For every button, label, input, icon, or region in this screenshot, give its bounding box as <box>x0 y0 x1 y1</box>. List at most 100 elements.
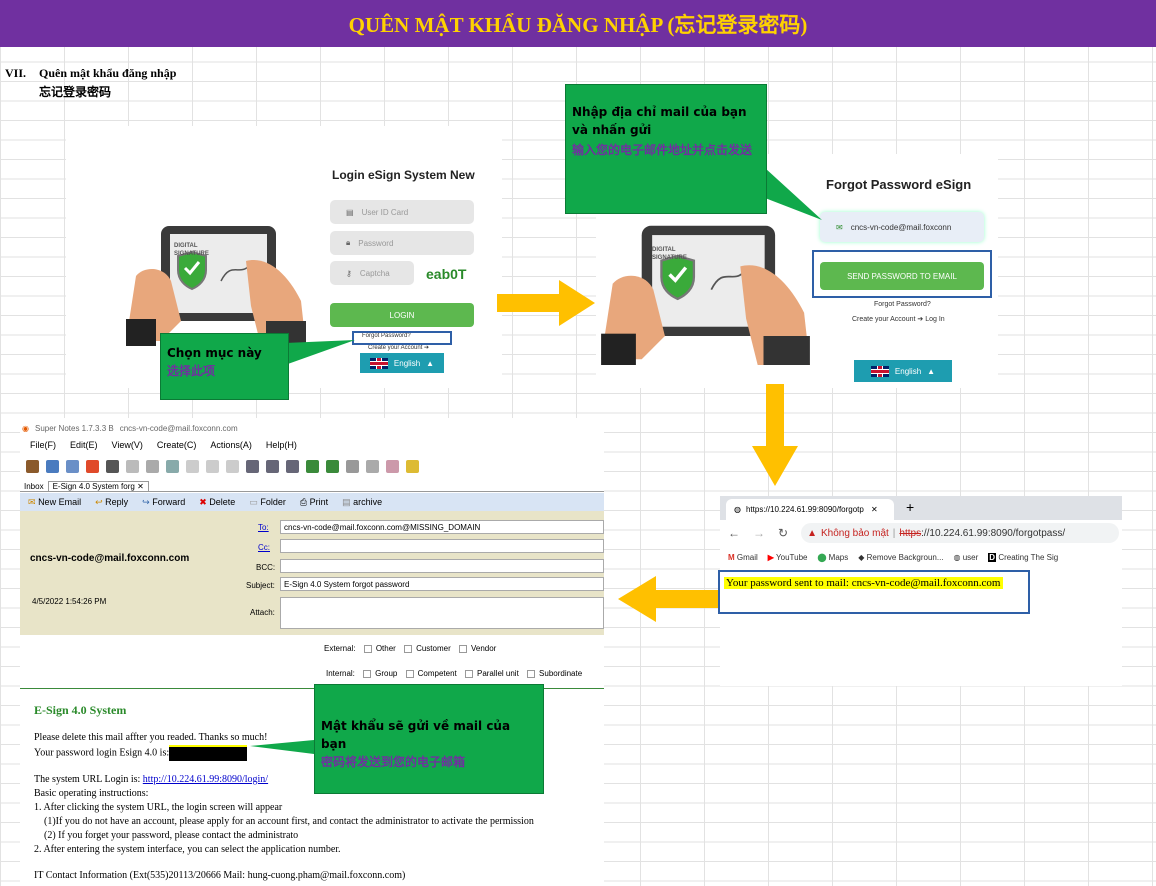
language-label: English <box>393 358 421 368</box>
address-bar[interactable]: ▲ Không bảo mật | https://10.224.61.99:8… <box>801 523 1120 543</box>
menu-view[interactable]: View(V) <box>111 440 143 450</box>
send-icon[interactable] <box>166 459 179 473</box>
back-icon[interactable]: ← <box>728 526 740 540</box>
down-green-icon[interactable] <box>306 459 319 473</box>
mail-reply-icon[interactable] <box>266 459 279 473</box>
callout1-cn: 选择此项 <box>167 364 216 378</box>
email-date: 4/5/2022 1:54:26 PM <box>32 597 107 606</box>
list-icon[interactable] <box>346 459 359 473</box>
new-tab-button[interactable]: + <box>906 499 915 515</box>
cut-icon[interactable] <box>186 459 199 473</box>
checkbox-competent[interactable] <box>405 669 414 678</box>
cc-label[interactable]: Cc: <box>258 543 270 552</box>
checkbox-parallel[interactable] <box>464 669 473 678</box>
create-login-links: Create your Account ➔ Log In <box>852 315 945 323</box>
password-placeholder: Password <box>358 238 394 248</box>
uk-flag-icon-2 <box>870 365 889 377</box>
archive-button[interactable]: ▤ archive <box>342 496 383 507</box>
create-account-link-2[interactable]: Create your Account <box>852 316 916 323</box>
login-arrow-icon: ➔ <box>917 316 924 323</box>
save-icon[interactable] <box>126 459 139 473</box>
paste-icon[interactable] <box>226 459 239 473</box>
reload-icon[interactable]: ↻ <box>778 526 789 540</box>
menu-edit[interactable]: Edit(E) <box>70 440 98 450</box>
lock-icon: 🔒︎ <box>346 238 351 247</box>
stop-icon[interactable] <box>86 459 99 473</box>
password-field[interactable]: 🔒︎ Password <box>330 231 474 255</box>
language-button[interactable]: English▲ <box>360 353 444 373</box>
print-button[interactable]: ⎙ Print <box>299 496 329 507</box>
instruction-1: 1. After clicking the system URL, the lo… <box>34 802 283 813</box>
email-field[interactable]: ✉cncs-vn-code@mail.foxconn <box>820 212 984 242</box>
password-sent-message: Your password sent to mail: cncs-vn-code… <box>724 577 1003 589</box>
checkbox-customer[interactable] <box>404 644 413 653</box>
folder-open-icon[interactable] <box>106 459 119 473</box>
system-url-link[interactable]: http://10.224.61.99:8090/login/ <box>142 774 269 785</box>
checkbox-vendor[interactable] <box>458 644 467 653</box>
tools-icon[interactable] <box>386 459 399 473</box>
forgot-title: Forgot Password eSign <box>826 177 972 192</box>
email-value: cncs-vn-code@mail.foxconn <box>850 222 952 232</box>
grid-icon[interactable] <box>46 459 59 473</box>
bookmark-gmail[interactable]: M Gmail <box>728 552 758 562</box>
table-icon[interactable] <box>66 459 79 473</box>
language-button-2[interactable]: English▲ <box>854 360 952 382</box>
callout-choose-item: Chọn mục này 选择此项 <box>160 333 289 400</box>
bookmark-youtube[interactable]: ▶ YouTube <box>767 552 808 562</box>
section-title: Quên mật khẩu đăng nhập <box>39 66 177 80</box>
forgot-password-link-2[interactable]: Forgot Password? <box>874 301 931 308</box>
tab-close-icon-2[interactable]: ✕ <box>137 482 144 491</box>
book-icon[interactable] <box>26 459 39 473</box>
login-link[interactable]: Log In <box>925 316 945 323</box>
url-line: The system URL Login is: http://10.224.6… <box>34 774 269 785</box>
userid-field[interactable]: ▤User ID Card <box>330 200 474 224</box>
lock-icon-2[interactable] <box>406 459 419 473</box>
tab-email[interactable]: E-Sign 4.0 System forg ✕ <box>47 481 149 491</box>
new-email-button[interactable]: ✉ New Email <box>28 496 82 507</box>
browser-tab[interactable]: ◍https://10.224.61.99:8090/forgotp✕ <box>726 499 894 520</box>
caret-up-icon-2: ▲ <box>927 366 936 376</box>
copy-icon[interactable] <box>206 459 219 473</box>
send-password-button[interactable]: SEND PASSWORD TO EMAIL <box>820 262 984 290</box>
bookmarks-bar: M Gmail ▶ YouTube ⬤ Maps ◆ Remove Backgr… <box>720 548 1122 566</box>
menu-help[interactable]: Help(H) <box>265 440 297 450</box>
to-field[interactable]: cncs-vn-code@mail.foxconn.com@MISSING_DO… <box>280 520 604 534</box>
highlight-send-button <box>812 250 992 298</box>
checkbox-other[interactable] <box>363 644 372 653</box>
attach-field[interactable] <box>280 597 604 629</box>
forgot-password-link[interactable]: Forgot Password? <box>362 333 411 339</box>
captcha-field[interactable]: ⚷Captcha <box>330 261 414 285</box>
body-line-1: Please delete this mail affter you reade… <box>34 732 268 743</box>
delete-button[interactable]: ✖ Delete <box>199 496 236 507</box>
bookmark-creating[interactable]: D Creating The Sig <box>988 552 1059 562</box>
reply-button[interactable]: ↩ Reply <box>95 496 129 507</box>
mail-forward-icon[interactable] <box>286 459 299 473</box>
checkbox-group[interactable] <box>363 669 372 678</box>
page-banner: QUÊN MẬT KHẨU ĐĂNG NHẬP (忘记登录密码) <box>0 0 1156 47</box>
forward-button[interactable]: ↪ Forward <box>142 496 186 507</box>
bcc-field[interactable] <box>280 559 604 573</box>
checkbox-subordinate[interactable] <box>527 669 536 678</box>
forgot-password-screenshot: DIGITAL SIGNATURE Forgot Password eSign … <box>596 154 998 388</box>
cc-field[interactable] <box>280 539 604 553</box>
login-button[interactable]: LOGIN <box>330 303 474 327</box>
bookmark-user[interactable]: ◍ user <box>953 552 979 562</box>
folder-button[interactable]: ▭ Folder <box>249 496 286 507</box>
down-green-icon-2[interactable] <box>326 459 339 473</box>
print-icon[interactable] <box>146 459 159 473</box>
menu-create[interactable]: Create(C) <box>156 440 197 450</box>
bookmark-maps[interactable]: ⬤ Maps <box>817 552 849 562</box>
menu-file[interactable]: File(F) <box>30 440 56 450</box>
to-label[interactable]: To: <box>258 523 269 532</box>
forward-icon[interactable]: → <box>753 526 765 540</box>
bookmark-remove-bg[interactable]: ◆ Remove Backgroun... <box>858 552 944 562</box>
callout2-cn: 输入您的电子邮件地址并点击发送 <box>572 143 753 157</box>
magnifier-icon[interactable] <box>366 459 379 473</box>
menu-actions[interactable]: Actions(A) <box>210 440 252 450</box>
mail-icon[interactable] <box>246 459 259 473</box>
tab-close-icon[interactable]: ✕ <box>870 505 878 514</box>
tab-inbox[interactable]: Inbox <box>24 482 44 491</box>
instruction-0: Basic operating instructions: <box>34 788 149 799</box>
create-account-link[interactable]: Create your Account ➔ <box>368 344 429 351</box>
subject-field[interactable]: E-Sign 4.0 System forgot password <box>280 577 604 591</box>
